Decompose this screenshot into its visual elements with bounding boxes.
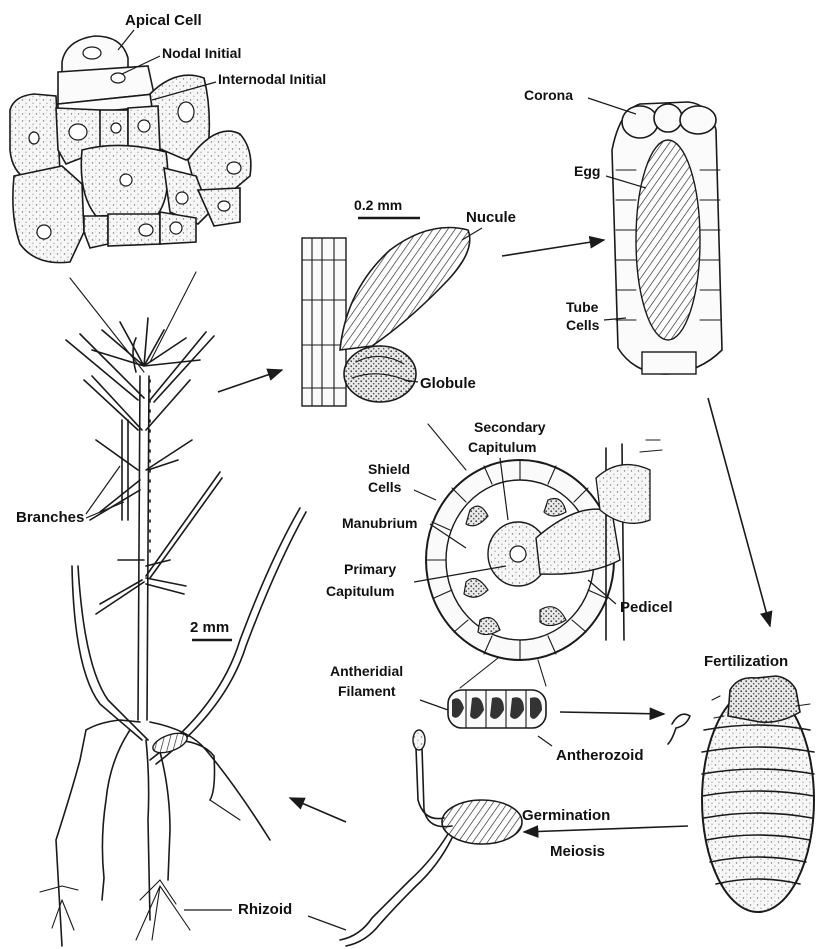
label-egg: Egg <box>574 163 600 179</box>
label-secondary: Secondary <box>474 419 546 435</box>
label-primary: Primary <box>344 561 396 577</box>
label-apical-cell: Apical Cell <box>125 12 202 29</box>
antheridial-filament <box>448 658 546 728</box>
label-capitulum-primary: Capitulum <box>326 583 394 599</box>
antheridium-section <box>426 440 662 660</box>
label-filament: Filament <box>338 683 396 699</box>
oogonium-detail <box>612 102 722 374</box>
label-internodal-initial: Internodal Initial <box>218 71 326 87</box>
label-shield: Shield <box>368 461 410 477</box>
label-nodal-initial: Nodal Initial <box>162 45 241 61</box>
chara-plant <box>40 318 306 946</box>
label-fertilization: Fertilization <box>704 653 788 670</box>
label-antheridial: Antheridial <box>330 663 403 679</box>
label-antherozoid: Antherozoid <box>556 747 644 764</box>
label-tube: Tube <box>566 299 599 315</box>
label-pedicel: Pedicel <box>620 599 673 616</box>
label-globule: Globule <box>420 375 476 392</box>
label-capitulum-secondary: Capitulum <box>468 439 536 455</box>
label-meiosis: Meiosis <box>550 843 605 860</box>
label-rhizoid: Rhizoid <box>238 901 292 918</box>
label-corona: Corona <box>524 87 573 103</box>
label-scale-2mm: 2 mm <box>190 619 229 636</box>
germinating-oospore <box>340 730 522 946</box>
label-manubrium: Manubrium <box>342 515 417 531</box>
label-germination: Germination <box>522 807 610 824</box>
label-shield-cells: Cells <box>368 479 402 495</box>
label-scale-0-2mm: 0.2 mm <box>354 197 402 213</box>
label-nucule: Nucule <box>466 209 516 226</box>
label-branches: Branches <box>16 509 84 526</box>
label-cells: Cells <box>566 317 600 333</box>
fertilized-nucule <box>702 676 814 912</box>
